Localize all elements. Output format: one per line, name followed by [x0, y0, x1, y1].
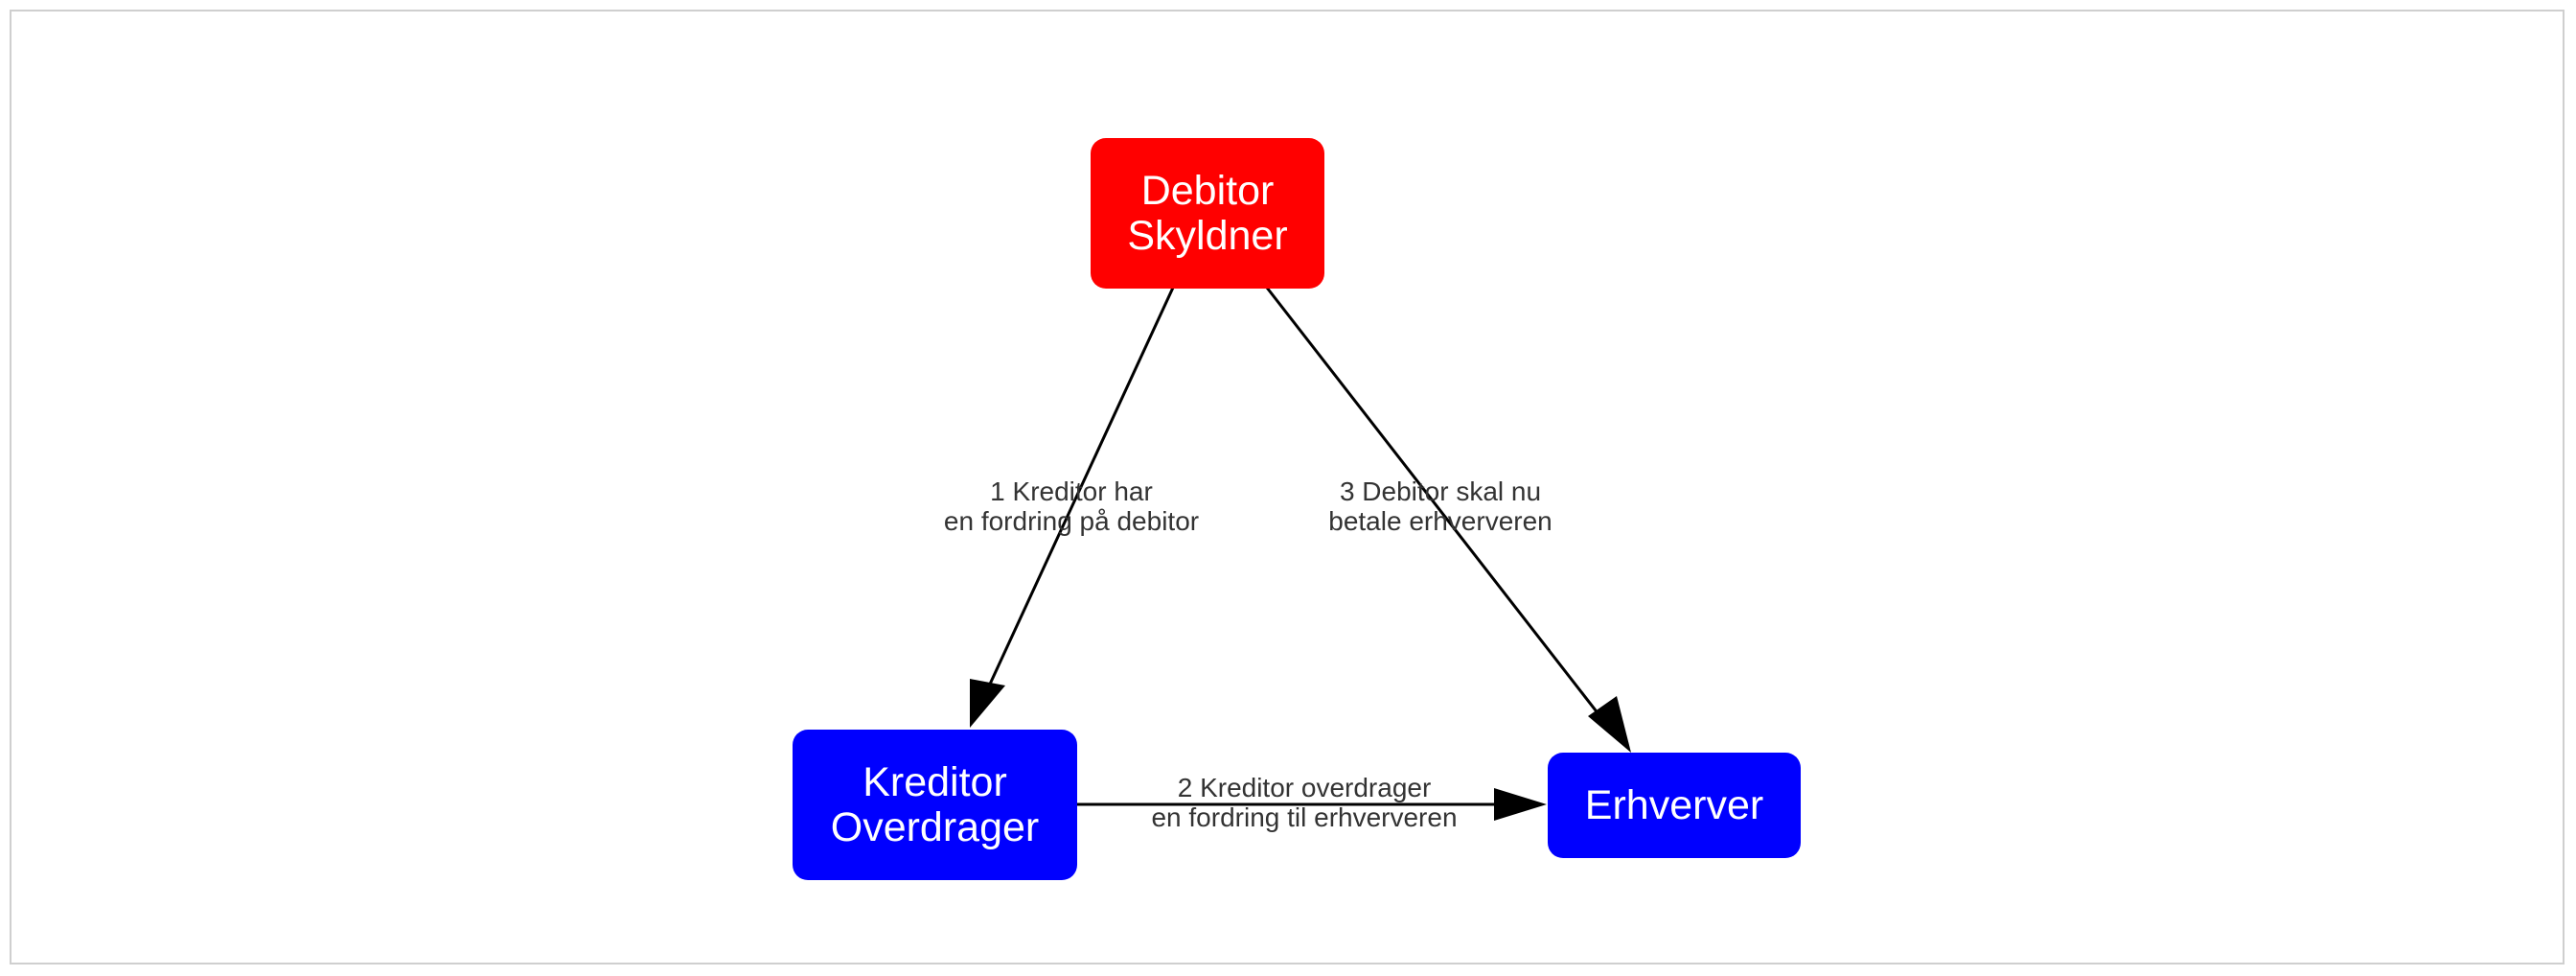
edge-label-2: 2 Kreditor overdrager en fordring til er… — [1151, 773, 1457, 832]
node-kreditor-line1: Kreditor — [862, 758, 1007, 805]
node-kreditor: Kreditor Overdrager — [793, 730, 1077, 880]
edge-label-3-line2: betale erhververen — [1328, 506, 1552, 536]
arrowhead-erhverver-2 — [1494, 788, 1547, 821]
node-debitor-line2: Skyldner — [1127, 212, 1288, 259]
node-erhverver-line1: Erhverver — [1584, 781, 1764, 828]
edge-label-3-line1: 3 Debitor skal nu — [1339, 476, 1542, 506]
edge-debitor-to-kreditor — [985, 287, 1175, 691]
edge-label-1-line1: 1 Kreditor har — [990, 476, 1153, 506]
node-debitor-line1: Debitor — [1140, 167, 1275, 214]
edge-label-1: 1 Kreditor har en fordring på debitor — [944, 476, 1199, 536]
edge-label-2-line2: en fordring til erhververen — [1151, 802, 1458, 832]
node-kreditor-line2: Overdrager — [830, 803, 1040, 850]
edge-debitor-to-erhverver — [1265, 287, 1604, 720]
edge-label-2-line1: 2 Kreditor overdrager — [1177, 773, 1432, 802]
node-erhverver: Erhverver — [1548, 753, 1801, 858]
node-debitor: Debitor Skyldner — [1091, 138, 1324, 289]
arrowhead-erhverver — [1588, 696, 1631, 753]
edge-label-1-line2: en fordring på debitor — [943, 506, 1200, 536]
edge-label-3: 3 Debitor skal nu betale erhververen — [1328, 476, 1552, 536]
arrowhead-kreditor — [970, 679, 1005, 728]
